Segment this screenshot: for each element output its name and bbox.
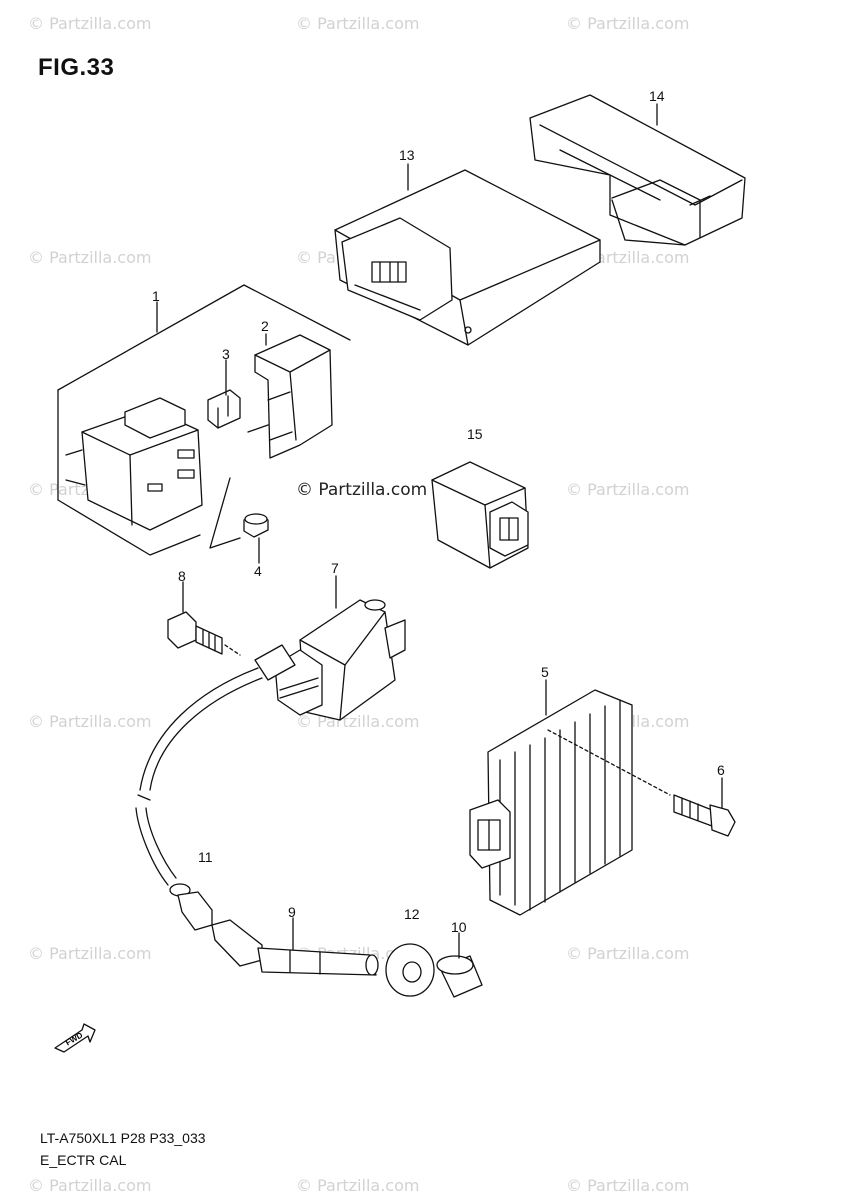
part-15-relay[interactable] bbox=[431, 461, 529, 569]
watermark: © Partzilla.com bbox=[566, 14, 690, 33]
center-watermark: © Partzilla.com bbox=[296, 480, 428, 500]
watermark: © Partzilla.com bbox=[566, 480, 690, 499]
model-code-label: LT-A750XL1 P28 P33_033 bbox=[40, 1130, 206, 1146]
callout-10[interactable]: 10 bbox=[451, 919, 467, 935]
watermark: © Partzilla.com bbox=[28, 712, 152, 731]
part-7-ignition-coil[interactable] bbox=[254, 599, 406, 721]
part-13-ecm[interactable] bbox=[334, 169, 601, 346]
section-name-label: E_ECTR CAL bbox=[40, 1152, 127, 1168]
part-1-relay-assembly[interactable] bbox=[57, 284, 351, 556]
part-8-bolt[interactable] bbox=[167, 611, 241, 656]
watermark: © Partzilla.com bbox=[566, 1176, 690, 1195]
watermark: © Partzilla.com bbox=[28, 248, 152, 267]
part-6-bolt[interactable] bbox=[673, 794, 736, 837]
watermark: © Partzilla.com bbox=[28, 944, 152, 963]
watermark: © Partzilla.com bbox=[28, 1176, 152, 1195]
callout-8[interactable]: 8 bbox=[178, 568, 186, 584]
part-5-regulator-rectifier[interactable] bbox=[469, 689, 671, 916]
part-11-high-tension-lead[interactable] bbox=[135, 667, 263, 886]
fwd-arrow-icon: FWD bbox=[54, 1023, 96, 1053]
callout-14[interactable]: 14 bbox=[649, 88, 665, 104]
callout-6[interactable]: 6 bbox=[717, 762, 725, 778]
watermark: © Partzilla.com bbox=[28, 14, 152, 33]
part-14-ecm-bracket[interactable] bbox=[529, 94, 746, 246]
watermark: © Partzilla.com bbox=[566, 944, 690, 963]
callout-1[interactable]: 1 bbox=[152, 288, 160, 304]
figure-title: FIG.33 bbox=[38, 54, 115, 81]
part-12-washer[interactable] bbox=[385, 943, 435, 997]
part-4-bolt[interactable] bbox=[243, 513, 269, 538]
callout-5[interactable]: 5 bbox=[541, 664, 549, 680]
callout-12[interactable]: 12 bbox=[404, 906, 420, 922]
watermark: © Partzilla.com bbox=[296, 14, 420, 33]
part-2-relay-cover[interactable] bbox=[247, 334, 333, 459]
callout-2[interactable]: 2 bbox=[261, 318, 269, 334]
callout-7[interactable]: 7 bbox=[331, 560, 339, 576]
callout-11[interactable]: 11 bbox=[198, 849, 213, 865]
watermark: © Partzilla.com bbox=[296, 1176, 420, 1195]
part-10-sleeve[interactable] bbox=[436, 955, 483, 998]
callout-4[interactable]: 4 bbox=[254, 563, 262, 579]
part-3-fuse[interactable] bbox=[207, 389, 241, 429]
leader-lines bbox=[156, 103, 723, 959]
callout-15[interactable]: 15 bbox=[467, 426, 483, 442]
callout-3[interactable]: 3 bbox=[222, 346, 230, 362]
callout-9[interactable]: 9 bbox=[288, 904, 296, 920]
callout-13[interactable]: 13 bbox=[399, 147, 415, 163]
part-9-spark-plug-cap[interactable] bbox=[169, 883, 379, 976]
